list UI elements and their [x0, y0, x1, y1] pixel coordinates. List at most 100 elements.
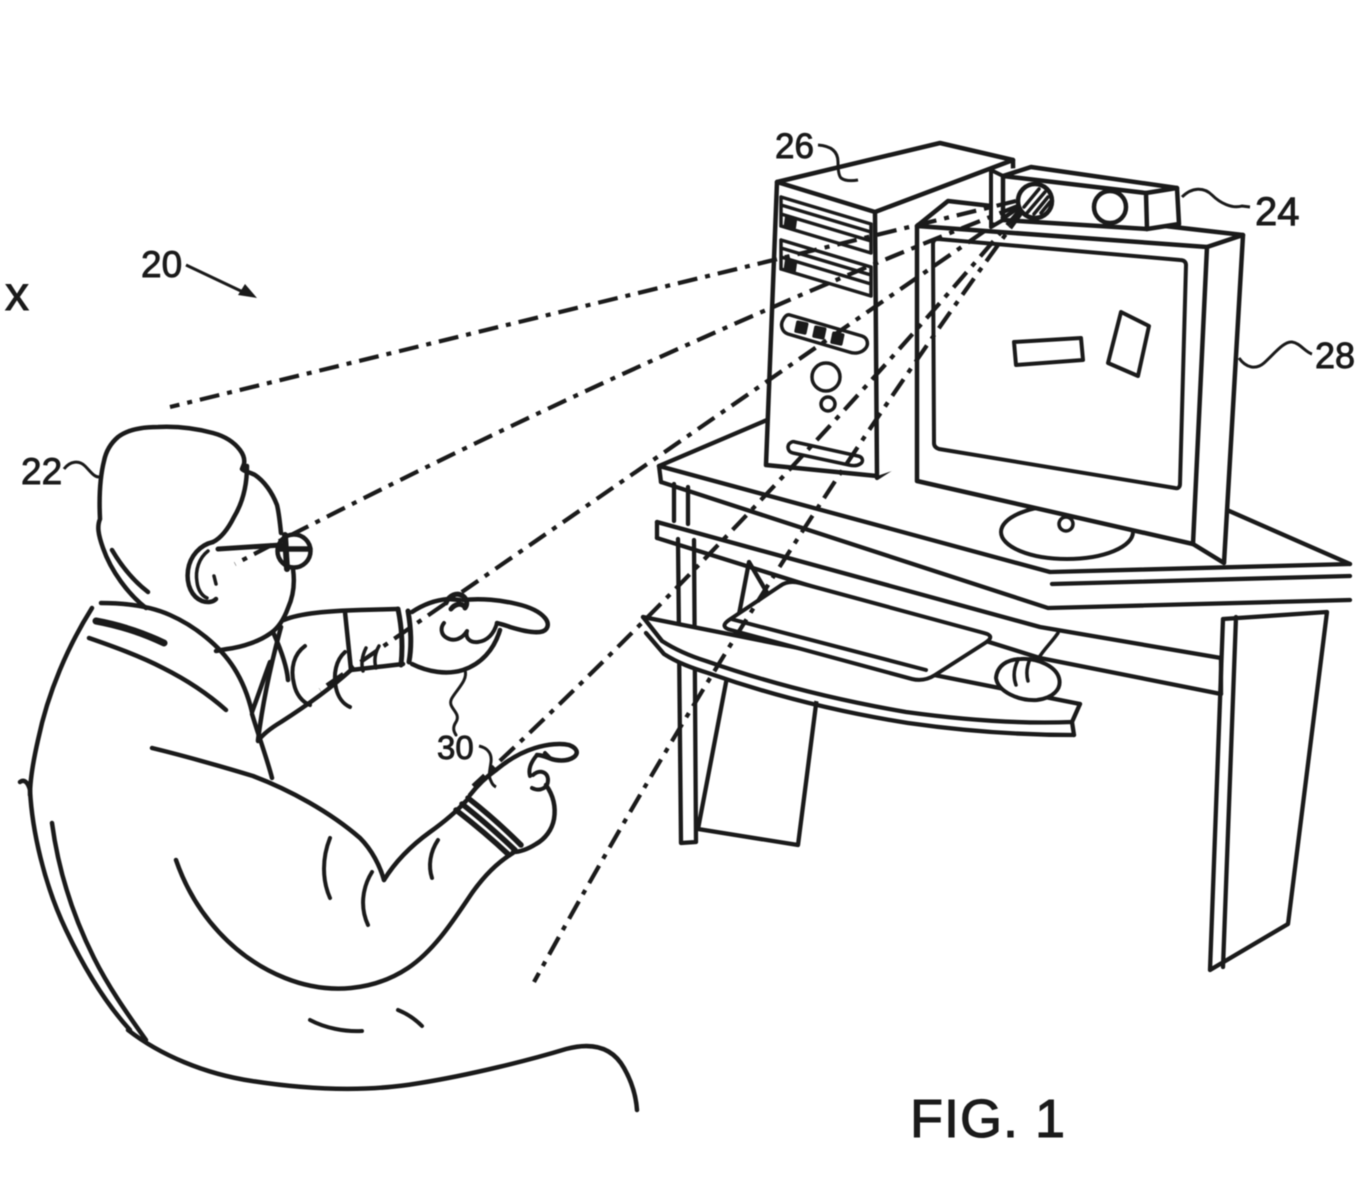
- upper-sleeve-fold-2: [332, 650, 352, 709]
- desk-top-left-cap: [656, 463, 664, 485]
- keyboard-front-inner-line: [729, 617, 928, 672]
- port-square-1: [794, 320, 809, 335]
- keyboard-tray-surface: [643, 617, 1080, 735]
- collar-outer: [98, 600, 255, 715]
- lower-wristband: [453, 795, 524, 858]
- desk-top-back-edge-right: [1224, 507, 1353, 567]
- camera-top-face: [1000, 164, 1180, 196]
- label-30-leader-right: [478, 744, 497, 789]
- label-26: 26: [775, 127, 814, 166]
- lower-hand-edge: [510, 782, 557, 855]
- desk-top-bottom-edge: [658, 479, 1353, 611]
- monitor-screen: [931, 237, 1188, 491]
- mouse-cable: [1036, 631, 1060, 661]
- figure-caption: FIG. 1: [910, 1089, 1066, 1149]
- ear-outer: [185, 539, 219, 605]
- camera-side-face: [1144, 185, 1182, 232]
- sensing-lines: [169, 198, 1024, 984]
- upper-curled-fingers: [439, 621, 499, 645]
- margin-mark-x: x: [5, 268, 29, 321]
- vent-slot: [786, 439, 865, 468]
- desk-post: [671, 481, 691, 527]
- port-square-2: [812, 325, 827, 340]
- label-20-arrow-line: [185, 263, 244, 294]
- keyboard: [722, 580, 993, 682]
- label-20-arrow-head: [238, 284, 257, 298]
- screen-rect-tilted: [1106, 310, 1151, 378]
- label-22: 22: [21, 451, 62, 492]
- small-button: [819, 395, 837, 413]
- label-24-leader: [1180, 187, 1251, 209]
- lower-sleeve-fold-3: [428, 838, 440, 880]
- label-28-leader: [1237, 340, 1313, 369]
- display-monitor: [914, 198, 1246, 566]
- hairline: [210, 463, 250, 545]
- nape-line: [109, 547, 151, 595]
- label-22-leader: [62, 460, 104, 479]
- tower-details: [779, 195, 873, 468]
- monitor-silhouette: [917, 201, 1243, 563]
- camera-lens-right: [1091, 188, 1129, 226]
- head-outline: [96, 424, 284, 611]
- back-outline: [27, 605, 95, 798]
- keyboard-tray-top: [640, 614, 1075, 725]
- gaze-line-to-eyes: [234, 204, 1019, 566]
- lower-finger-nail: [543, 751, 551, 759]
- sensing-line-top: [169, 198, 1017, 410]
- shirt-placket: [249, 711, 275, 781]
- mouse-button-line: [1012, 657, 1032, 687]
- ear-inner: [194, 549, 210, 600]
- desk-left-leg: [675, 536, 699, 846]
- camera-lens-left: [1015, 181, 1055, 221]
- label-30-squiggle-up: [449, 668, 468, 737]
- upper-index-finger: [460, 596, 550, 635]
- chair-back-outer: [17, 778, 133, 1033]
- desk-top-front-edge: [656, 463, 1353, 575]
- lower-forearm-top: [381, 798, 469, 883]
- tower-front-face: [763, 179, 880, 479]
- mouse: [994, 631, 1062, 703]
- desk-top-left-edge: [656, 417, 770, 469]
- chair-back-inner: [49, 820, 149, 1043]
- ear-mark: [212, 574, 218, 586]
- desk-top-inner-line: [1049, 573, 1353, 587]
- drive-bay-1-button: [783, 215, 798, 230]
- label-20: 20: [141, 244, 182, 285]
- collar-inner: [86, 635, 229, 713]
- label-30: 30: [437, 729, 474, 766]
- lower-hand-back: [467, 767, 499, 798]
- reference-labels: 20 22 24 26 28 30 x: [5, 127, 1355, 789]
- screen-rect-horizontal: [1012, 336, 1085, 367]
- desk: [640, 417, 1353, 973]
- upper-hand-thumb: [443, 591, 470, 612]
- power-button: [810, 361, 842, 393]
- lower-sleeve-fold-1: [322, 836, 332, 900]
- sensing-line-lower-hand: [471, 208, 1022, 788]
- upper-sleeve-fold-1: [290, 644, 312, 707]
- label-26-leader: [817, 143, 859, 183]
- screen-objects: [1012, 310, 1151, 378]
- keyboard-body: [722, 580, 993, 682]
- upper-palm-bottom: [409, 627, 503, 675]
- drive-bay-1: [779, 195, 873, 255]
- shoulder-top: [281, 606, 400, 623]
- sensing-line-upper-hand: [318, 206, 1020, 692]
- face-lower: [213, 566, 297, 654]
- collar-shade: [92, 617, 168, 647]
- lower-sleeve-top: [149, 745, 387, 883]
- monitor-side-face: [1190, 232, 1246, 566]
- lower-curled-fingers: [527, 753, 550, 792]
- lap-fold-2: [396, 1008, 424, 1028]
- camera-lens-hatching: [1022, 187, 1052, 216]
- drive-bay-2-button: [783, 258, 798, 273]
- keyboard-tray-right-cap: [1069, 701, 1083, 738]
- upper-wristband: [395, 606, 414, 668]
- desk-right-panel: [1207, 609, 1330, 973]
- sensing-line-bottom: [532, 210, 1024, 984]
- sensing-camera: [989, 164, 1182, 232]
- label-24: 24: [1255, 190, 1300, 234]
- collar-right-edge: [249, 659, 273, 715]
- label-28: 28: [1315, 335, 1355, 376]
